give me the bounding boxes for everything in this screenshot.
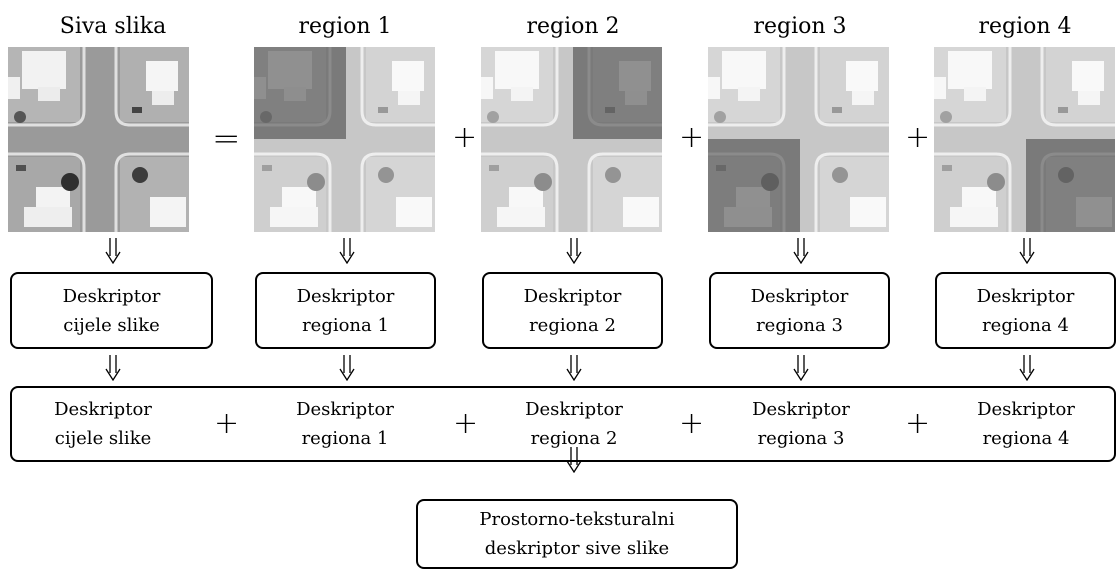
descriptor-label: Deskriptor (523, 285, 622, 307)
descriptor-sublabel: regiona 1 (301, 428, 389, 449)
double-down-arrow-icon (793, 238, 809, 264)
plus-sign: + (679, 406, 705, 441)
header-region-1: region 1 (298, 14, 392, 39)
descriptor-box-region-2: Deskriptor regiona 2 (482, 272, 663, 349)
descriptor-sublabel: regiona 2 (529, 314, 616, 336)
plus-sign: + (453, 406, 479, 441)
final-descriptor-box: Prostorno-teksturalni deskriptor sive sl… (416, 499, 738, 569)
plus-sign: + (214, 406, 240, 441)
combined-cell-region-4: Deskriptor regiona 4 (936, 395, 1116, 453)
descriptor-box-whole-image: Deskriptor cijele slike (10, 272, 213, 349)
plus-sign: + (905, 406, 931, 441)
descriptor-box-region-1: Deskriptor regiona 1 (255, 272, 436, 349)
combined-descriptor-box (10, 386, 1116, 462)
combined-cell-whole-image: Deskriptor cijele slike (13, 395, 193, 453)
double-down-arrow-icon (1019, 238, 1035, 264)
combined-cell-region-2: Deskriptor regiona 2 (484, 395, 664, 453)
descriptor-sublabel: cijele slike (54, 428, 152, 449)
descriptor-label: Deskriptor (977, 399, 1075, 420)
descriptor-sublabel: regiona 1 (302, 314, 389, 336)
descriptor-label: Deskriptor (54, 399, 152, 420)
region-3-image (708, 47, 889, 232)
double-down-arrow-icon (105, 355, 121, 381)
plus-sign: + (452, 120, 478, 155)
double-down-arrow-icon (566, 238, 582, 264)
double-down-arrow-icon (566, 355, 582, 381)
descriptor-label: Deskriptor (296, 399, 394, 420)
double-down-arrow-icon (339, 238, 355, 264)
descriptor-sublabel: cijele slike (63, 314, 160, 336)
descriptor-sublabel: regiona 2 (530, 428, 618, 449)
descriptor-sublabel: regiona 3 (757, 428, 845, 449)
descriptor-box-region-3: Deskriptor regiona 3 (709, 272, 890, 349)
grayscale-aerial-image (8, 47, 189, 232)
region-2-image (481, 47, 662, 232)
descriptor-sublabel: regiona 3 (756, 314, 843, 336)
final-descriptor-subtitle: deskriptor sive slike (484, 538, 670, 559)
header-region-2: region 2 (526, 14, 620, 39)
plus-sign: + (679, 120, 705, 155)
header-region-4: region 4 (978, 14, 1072, 39)
double-down-arrow-icon (793, 355, 809, 381)
descriptor-label: Deskriptor (750, 285, 849, 307)
descriptor-box-region-4: Deskriptor regiona 4 (935, 272, 1116, 349)
combined-cell-region-3: Deskriptor regiona 3 (711, 395, 891, 453)
descriptor-sublabel: regiona 4 (982, 428, 1070, 449)
descriptor-label: Deskriptor (752, 399, 850, 420)
descriptor-label: Deskriptor (62, 285, 161, 307)
final-descriptor-title: Prostorno-teksturalni (479, 509, 675, 530)
descriptor-label: Deskriptor (525, 399, 623, 420)
descriptor-sublabel: regiona 4 (982, 314, 1069, 336)
descriptor-label: Deskriptor (296, 285, 395, 307)
equals-sign: = (212, 119, 241, 159)
double-down-arrow-icon (105, 238, 121, 264)
double-down-arrow-icon (566, 447, 582, 473)
header-grayscale-image: Siva slika (59, 14, 167, 39)
double-down-arrow-icon (339, 355, 355, 381)
region-4-image (934, 47, 1115, 232)
header-region-3: region 3 (753, 14, 847, 39)
plus-sign: + (905, 120, 931, 155)
region-1-image (254, 47, 435, 232)
double-down-arrow-icon (1019, 355, 1035, 381)
descriptor-label: Deskriptor (976, 285, 1075, 307)
combined-cell-region-1: Deskriptor regiona 1 (255, 395, 435, 453)
